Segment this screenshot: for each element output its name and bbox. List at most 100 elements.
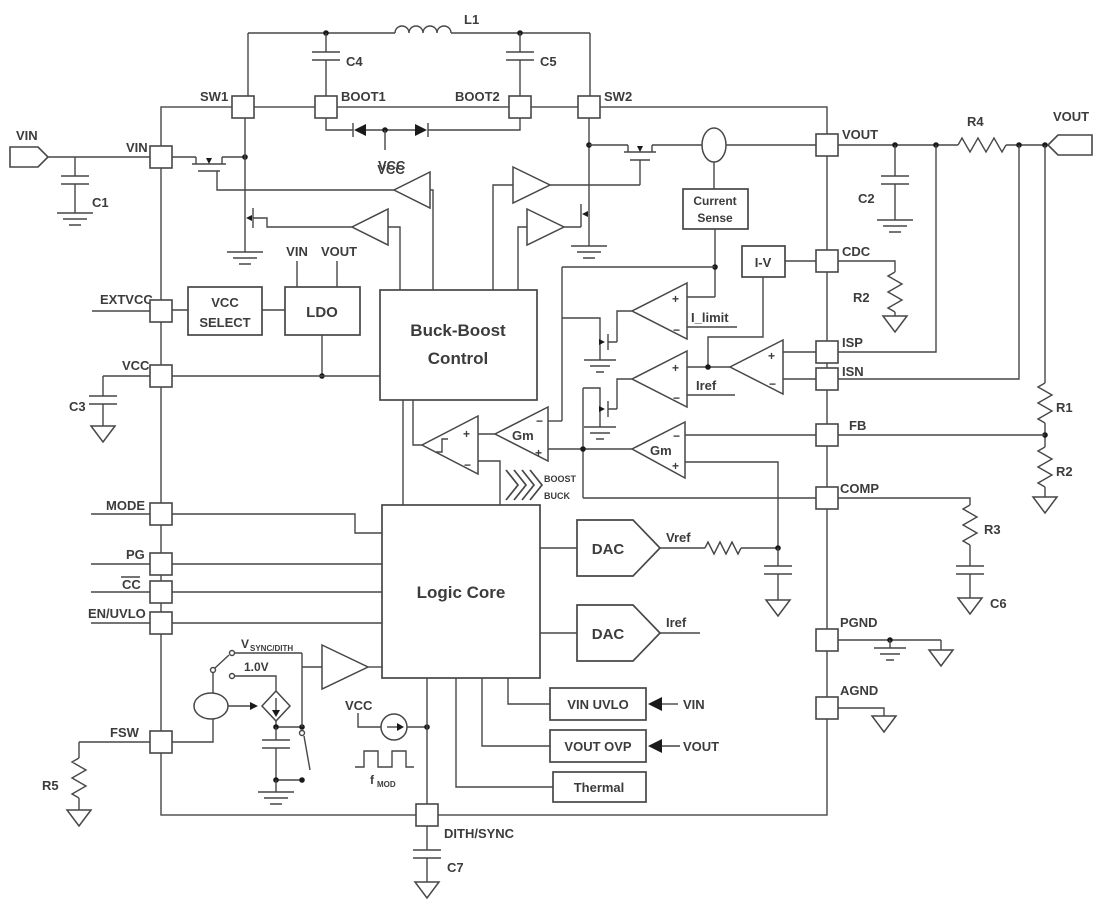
label-vout-ovp: VOUT OVP [564, 739, 632, 754]
label-pin-agnd: AGND [840, 683, 878, 698]
label-pin-boot1: BOOT1 [341, 89, 386, 104]
pin-boot2: BOOT2 [455, 89, 532, 119]
pin-dith-sync: DITH/SYNC [415, 803, 515, 841]
current-sensor-ellipse [701, 127, 727, 189]
comparator-iref: + − Iref [616, 349, 735, 409]
bootstrap-diodes: VCC [325, 118, 521, 177]
pgnd-external [838, 637, 955, 668]
vout-connector [1046, 134, 1093, 156]
oscillator-icon [193, 692, 229, 720]
comparator-ilimit: + − I_limit [616, 281, 737, 342]
boost-power-stage [492, 118, 816, 290]
mosfet-buck-lowside [227, 204, 352, 265]
pin-fb: FB [815, 418, 866, 447]
label-pin-boot2: BOOT2 [455, 89, 500, 104]
label-r4: R4 [967, 114, 984, 129]
pin-boot1: BOOT1 [314, 89, 386, 119]
pin-cdc: CDC [815, 244, 871, 273]
label-ldo-vin: VIN [286, 244, 308, 259]
label-pin-en-uvlo: EN/UVLO [88, 606, 146, 621]
label-vcc-select-2: SELECT [199, 315, 250, 330]
gate-driver-buck-hs [392, 170, 434, 290]
minus-sign: − [673, 429, 680, 443]
vin-connector [9, 146, 50, 168]
label-l1: L1 [464, 12, 479, 27]
amp-current-sense: + − [728, 338, 816, 396]
label-gm2: Gm [650, 443, 672, 458]
vcc-current-source: VCC f MOD [345, 678, 430, 804]
dac-iref: DAC Iref [540, 604, 700, 662]
label-vref: Vref [666, 530, 691, 545]
minus-sign: − [769, 377, 776, 391]
label-buck-boost-1: Buck-Boost [410, 321, 506, 340]
current-sense-block: Current Sense [561, 188, 749, 421]
label-c3: C3 [69, 399, 86, 414]
label-buck: BUCK [544, 491, 570, 501]
pin-vin: VIN [126, 140, 173, 169]
ldo-block [284, 286, 361, 336]
label-vcc-boot: VCC [377, 162, 405, 177]
label-pin-mode: MODE [106, 498, 145, 513]
label-pin-vout: VOUT [842, 127, 878, 142]
mosfet-buck-highside [192, 157, 394, 191]
plus-sign: + [768, 349, 775, 363]
pin-en-uvlo: EN/UVLO [88, 606, 173, 635]
pins: VIN VCC MODE PG CC EN/UVLO FSW SW1 BOOT1… [88, 89, 879, 841]
buffer-amp [321, 643, 370, 691]
label-pin-comp: COMP [840, 481, 879, 496]
agnd-external [838, 707, 898, 734]
pin-vcc: VCC [122, 358, 173, 388]
label-1v: 1.0V [244, 660, 269, 674]
label-pin-cdc: CDC [842, 244, 871, 259]
label-vin-connector: VIN [16, 128, 38, 143]
pin-extvcc [149, 299, 173, 323]
label-pin-dith-sync: DITH/SYNC [444, 826, 515, 841]
label-c2: C2 [858, 191, 875, 206]
label-fmod: f [370, 773, 375, 787]
label-iref-comp: Iref [696, 378, 717, 393]
label-c4: C4 [346, 54, 363, 69]
pin-sw2: SW2 [577, 89, 632, 119]
label-ovp-vout: VOUT [683, 739, 719, 754]
label-c7: C7 [447, 860, 464, 875]
pin-vout: VOUT [815, 127, 878, 157]
label-vcc-select-1: VCC [211, 295, 239, 310]
arrow-right-icon [250, 702, 258, 710]
boost-buck-chevrons: BOOST BUCK [505, 469, 577, 501]
mosfet-boost-lowside [571, 200, 607, 259]
gate-driver-boost-hs [492, 165, 640, 290]
vin-input: VIN C1 [9, 128, 150, 226]
label-extvcc: EXTVCC [100, 292, 153, 307]
label-iv: I-V [755, 255, 772, 270]
minus-sign: − [536, 414, 543, 428]
label-current-sense-1: Current [693, 194, 736, 208]
label-r2-fb: R2 [1056, 464, 1073, 479]
label-c1: C1 [92, 195, 109, 210]
thermal-block: Thermal [455, 678, 647, 803]
gate-driver-boost-ls [517, 207, 581, 290]
pin-isn: ISN [815, 364, 864, 391]
pin-isp: ISP [815, 335, 863, 364]
pin-pg: PG [126, 547, 173, 576]
fsw-oscillator-network: R5 V SYNC/DITH 1.0V [42, 637, 382, 828]
cap-c1 [57, 157, 93, 226]
label-logic-core: Logic Core [417, 583, 506, 602]
clamp-mosfet-b [583, 387, 617, 440]
label-pin-cc: CC [122, 577, 141, 592]
cap-dith [262, 727, 290, 780]
top-power-network: L1 C4 C5 [247, 12, 591, 96]
arrow-left-icon [648, 739, 662, 753]
amp-gm-current: Gm − + [493, 405, 583, 463]
resistor-r1 [1036, 382, 1054, 424]
label-vsync: V [241, 637, 249, 651]
label-current-sense-2: Sense [697, 211, 733, 225]
resistor-r3 [961, 504, 979, 546]
label-r5: R5 [42, 778, 59, 793]
minus-sign: − [673, 391, 680, 405]
resistor-r2-cdc [886, 271, 904, 313]
vout-ovp-block: VOUT OVP VOUT [481, 678, 719, 763]
vcc-select-block [187, 286, 263, 336]
resistor-r2-fb [1036, 446, 1054, 488]
